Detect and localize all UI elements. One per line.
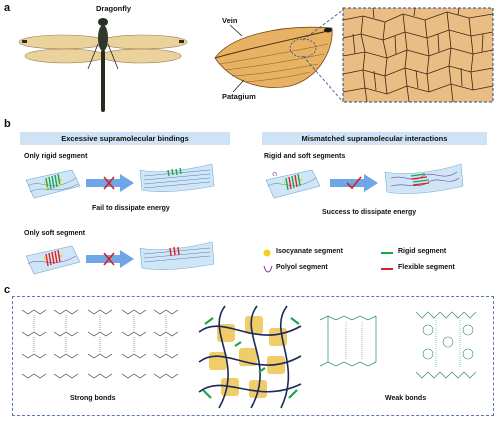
network-illustration (198, 305, 302, 409)
only-soft-film-after (139, 241, 215, 270)
rigid-soft-label: Rigid and soft segments (264, 153, 346, 160)
zoom-lines (302, 9, 344, 103)
only-soft-label: Only soft segment (24, 230, 86, 237)
weak-bonds-label: Weak bonds (385, 395, 427, 402)
strong-bonds-structures (21, 309, 179, 379)
only-rigid-film-before (25, 169, 81, 199)
arrow-success (330, 174, 378, 192)
flexible-legend-label: Flexible segment (398, 264, 455, 271)
left-banner: Excessive supramolecular bindings (20, 132, 230, 145)
strong-bonds-label: Strong bonds (70, 395, 116, 402)
vein-label: Vein (222, 16, 238, 25)
rigid-legend-icon (381, 252, 393, 254)
patagium-pointer (232, 79, 245, 93)
panel-c-letter: c (4, 284, 11, 296)
rigid-soft-film-before (265, 169, 321, 199)
fail-text: Fail to dissipate energy (92, 205, 170, 212)
panel-c-frame (12, 296, 494, 416)
panel-a-letter: a (4, 2, 11, 14)
right-banner: Mismatched supramolecular interactions (262, 132, 487, 145)
weak-bonds-structures (319, 311, 477, 379)
rigid-soft-film-after (384, 163, 464, 194)
wing-illustration (214, 26, 333, 88)
arrow-fail-rigid (86, 174, 134, 192)
polyol-legend-label: Polyol segment (276, 264, 328, 271)
only-rigid-label: Only rigid segment (24, 153, 88, 160)
arrow-fail-soft (86, 250, 134, 268)
patagium-label: Patagium (222, 92, 256, 101)
dragonfly-illustration (18, 18, 188, 112)
rigid-legend-label: Rigid segment (398, 248, 447, 255)
only-rigid-film-after (139, 163, 215, 192)
vein-network-zoom (342, 7, 494, 103)
flexible-legend-icon (381, 268, 393, 270)
vein-pointer (229, 24, 243, 37)
only-soft-film-before (25, 245, 81, 275)
dragonfly-label: Dragonfly (96, 4, 132, 13)
success-text: Success to dissipate energy (322, 209, 417, 216)
panel-b-letter: b (4, 118, 11, 130)
polyol-legend-icon (263, 265, 273, 273)
isocyanate-legend-label: Isocyanate segment (276, 248, 343, 255)
isocyanate-legend-icon (263, 249, 271, 257)
